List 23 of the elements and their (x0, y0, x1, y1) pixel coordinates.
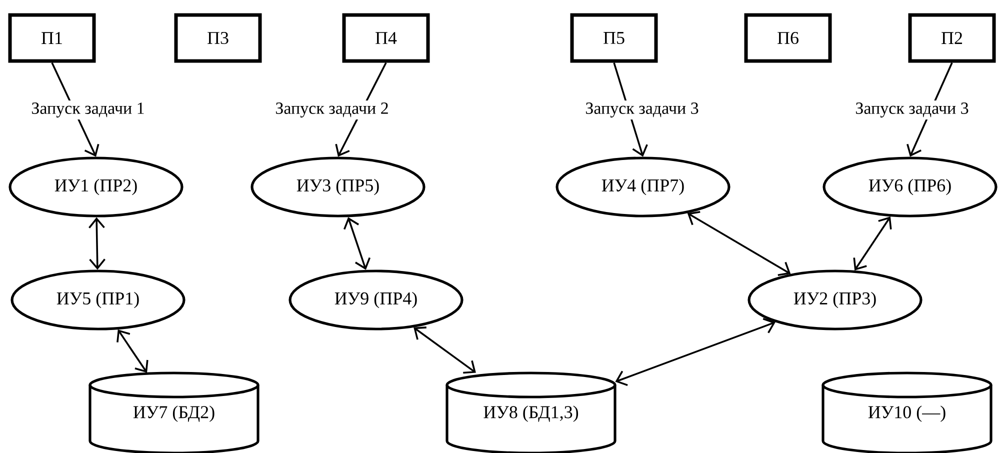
arrow (414, 326, 476, 374)
database-cylinder: ИУ10 (—) (822, 372, 992, 453)
arrow (853, 216, 892, 270)
node-label: ИУ8 (БД1,3) (484, 406, 578, 422)
node-label: ИУ10 (—) (868, 406, 946, 422)
edge-label: Запуск задачи 3 (853, 100, 971, 120)
process-box: П4 (342, 13, 430, 63)
arrow (687, 211, 791, 276)
database-cylinder: ИУ8 (БД1,3) (446, 372, 616, 453)
edge-label: Запуск задачи 2 (273, 100, 391, 120)
edge-label: Запуск задачи 1 (29, 100, 147, 120)
arrow (344, 217, 371, 270)
arrow (615, 318, 776, 386)
process-box: П1 (8, 13, 96, 63)
node-label: ИУ7 (БД2) (133, 406, 214, 422)
process-box: П5 (570, 13, 658, 63)
database-cylinder: ИУ7 (БД2) (88, 372, 260, 453)
edge-label: Запуск задачи 3 (583, 100, 701, 120)
process-box: П6 (744, 13, 832, 63)
process-box: П2 (908, 13, 996, 63)
arrow (116, 330, 148, 373)
arrow (88, 217, 106, 270)
process-box: П3 (174, 13, 262, 63)
